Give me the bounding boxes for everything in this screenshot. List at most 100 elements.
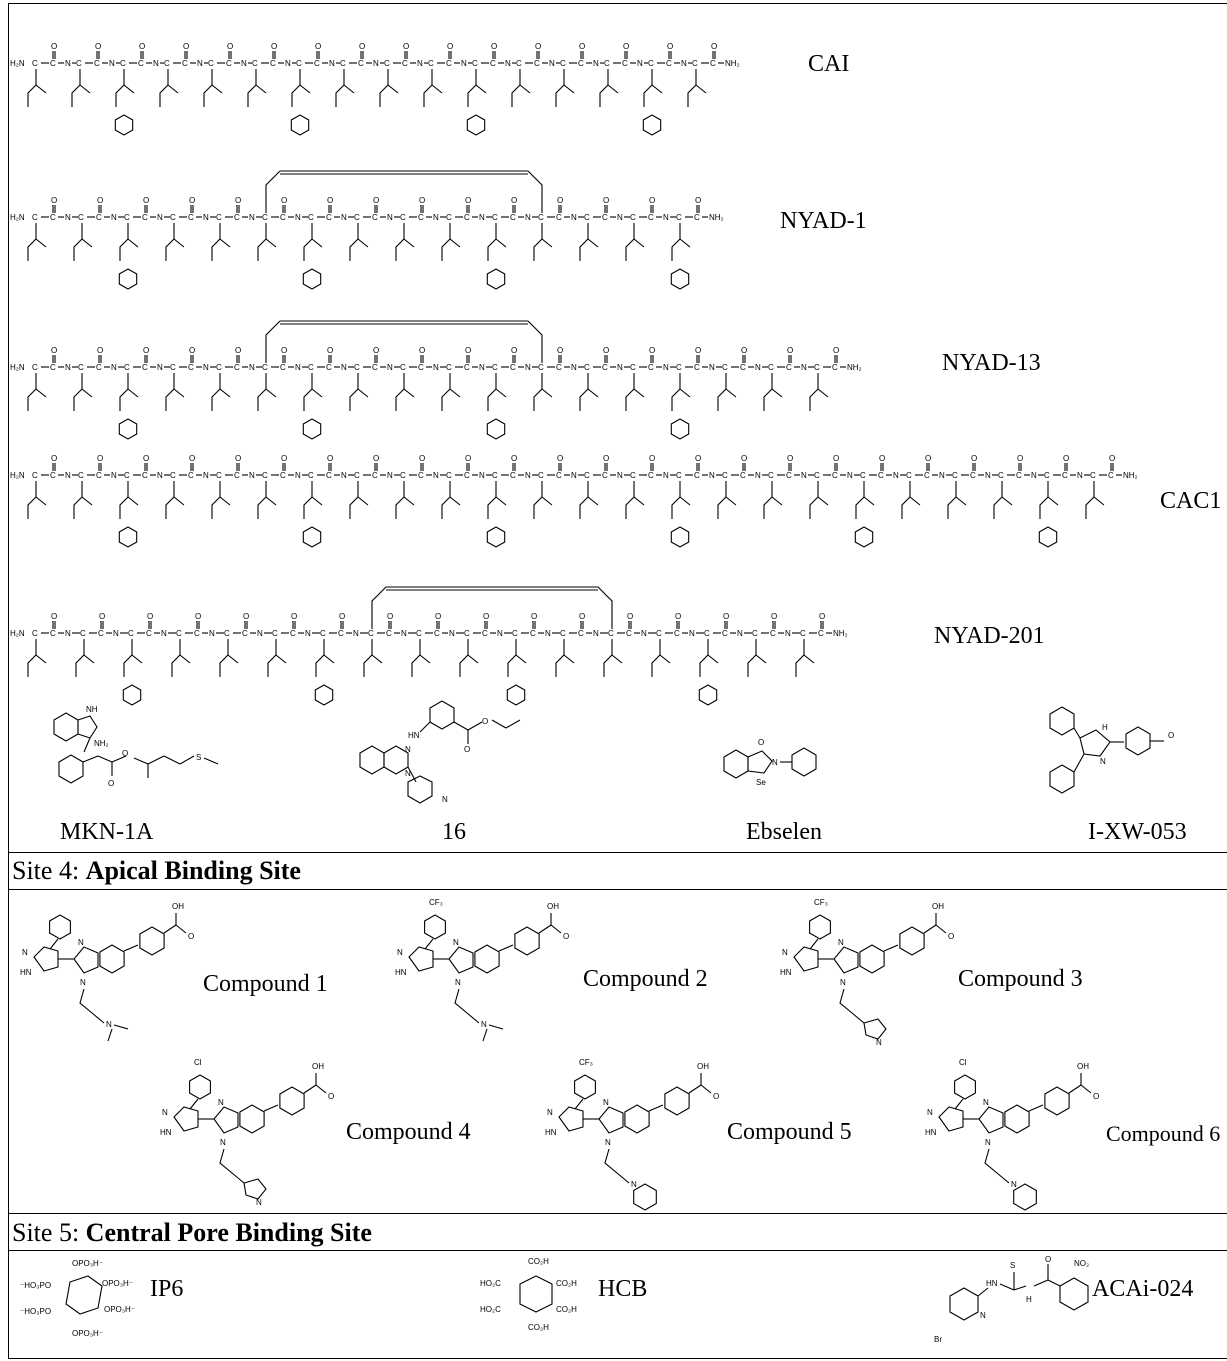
atom-o-ester: O (122, 749, 128, 758)
carbonyl-oxygen: O (675, 612, 681, 621)
side-chain (431, 84, 443, 94)
side-chain-ring (486, 268, 506, 290)
side-chain-ring (466, 114, 486, 136)
carbonyl-oxygen: O (339, 612, 345, 621)
n-terminus-label: H₂N (10, 471, 25, 480)
carbonyl-carbon: C (510, 363, 516, 372)
alpha-carbon: C (428, 59, 434, 68)
carbonyl-carbon: C (234, 213, 240, 222)
phenyl-ring (664, 1086, 690, 1116)
alpha-carbon: C (446, 213, 452, 222)
alpha-carbon: C (262, 471, 268, 480)
alpha-carbon: C (704, 629, 710, 638)
carbonyl-oxygen: O (143, 454, 149, 463)
alpha-carbon: C (648, 59, 654, 68)
side-chain (255, 84, 267, 94)
side-chain-ring (854, 526, 874, 548)
side-chain (533, 238, 543, 261)
bond (498, 944, 514, 952)
alpha-carbon: C (676, 213, 682, 222)
side-chain (495, 388, 507, 398)
carbonyl-carbon: C (602, 363, 608, 372)
amide-nitrogen: N (663, 213, 669, 222)
side-chain (73, 238, 83, 261)
propyl-chain (604, 1148, 630, 1184)
amide-nitrogen: N (525, 363, 531, 372)
carbonyl-oxygen: O (419, 454, 425, 463)
side-chain (699, 654, 709, 677)
side-chain (763, 496, 773, 519)
bond (538, 924, 552, 934)
side-chain (211, 388, 221, 411)
side-chain (643, 84, 653, 107)
side-chain (747, 654, 757, 677)
bond (163, 924, 177, 934)
side-chain (171, 654, 181, 677)
carbonyl-carbon: C (694, 363, 700, 372)
carbonyl-oxygen: O (189, 196, 195, 205)
side-chain (83, 654, 95, 664)
phenyl-ring (139, 926, 165, 956)
carbonyl-oxygen: O (291, 612, 297, 621)
carbonyl-oxygen: O (373, 196, 379, 205)
carbonyl-oxygen: O (189, 454, 195, 463)
bond (315, 1084, 327, 1094)
amide-nitrogen: N (689, 629, 695, 638)
carbonyl-carbon: C (530, 629, 536, 638)
amide-nitrogen: N (571, 213, 577, 222)
amide-nitrogen: N (593, 629, 599, 638)
atom-opo3h-r1: OPO₃H⁻ (102, 1279, 133, 1288)
carbonyl-oxygen: O (465, 346, 471, 355)
carbonyl-carbon: C (270, 59, 276, 68)
alpha-carbon: C (584, 363, 590, 372)
amide-nitrogen: N (111, 363, 117, 372)
acid-oxygen: O (713, 1092, 719, 1101)
carbonyl-oxygen: O (925, 454, 931, 463)
side-chain (625, 238, 635, 261)
site5-name: Central Pore Binding Site (85, 1218, 372, 1247)
carbonyl-oxygen: O (695, 196, 701, 205)
carbonyl-oxygen: O (281, 196, 287, 205)
side-chain (219, 654, 229, 677)
benzimidazole-n1: N (455, 978, 461, 987)
alpha-carbon: C (320, 629, 326, 638)
amide-nitrogen: N (373, 59, 379, 68)
side-chain (291, 84, 301, 107)
side-chain (73, 496, 83, 519)
alpha-carbon: C (630, 213, 636, 222)
side-chain (127, 238, 139, 248)
atom-o: O (758, 738, 764, 747)
benzimidazole-n1: N (985, 1138, 991, 1147)
amide-nitrogen: N (111, 213, 117, 222)
atom-co2h-top: CO₂H (528, 1257, 549, 1266)
side-chain (725, 496, 737, 506)
compound-label-ebselen: Ebselen (746, 819, 822, 845)
side-chain (411, 654, 421, 677)
acid-oxygen: O (188, 932, 194, 941)
acai024-structure: Br N HN S H O NO₂ (934, 1255, 1089, 1344)
carbonyl-carbon: C (722, 629, 728, 638)
carbonyl-oxygen: O (281, 454, 287, 463)
hydrocarbon-staple (371, 586, 387, 629)
alpha-carbon: C (492, 363, 498, 372)
bond (175, 924, 187, 934)
amide-nitrogen: N (249, 363, 255, 372)
acid-oxygen: O (1093, 1092, 1099, 1101)
alpha-carbon: C (296, 59, 302, 68)
amide-nitrogen: N (203, 363, 209, 372)
side-chain (35, 654, 47, 664)
amide-nitrogen: N (709, 363, 715, 372)
benzo-ring (239, 1104, 265, 1134)
alpha-carbon: C (676, 471, 682, 480)
carbonyl-carbon: C (96, 363, 102, 372)
alpha-carbon: C (216, 213, 222, 222)
acid-oxygen: O (948, 932, 954, 941)
alpha-carbon: C (608, 629, 614, 638)
side-chain (71, 84, 81, 107)
alpha-carbon: C (252, 59, 258, 68)
carbonyl-oxygen: O (51, 42, 57, 51)
carbonyl-carbon: C (648, 471, 654, 480)
site5-header-row (8, 1213, 1227, 1251)
side-chain-ring (506, 684, 526, 706)
